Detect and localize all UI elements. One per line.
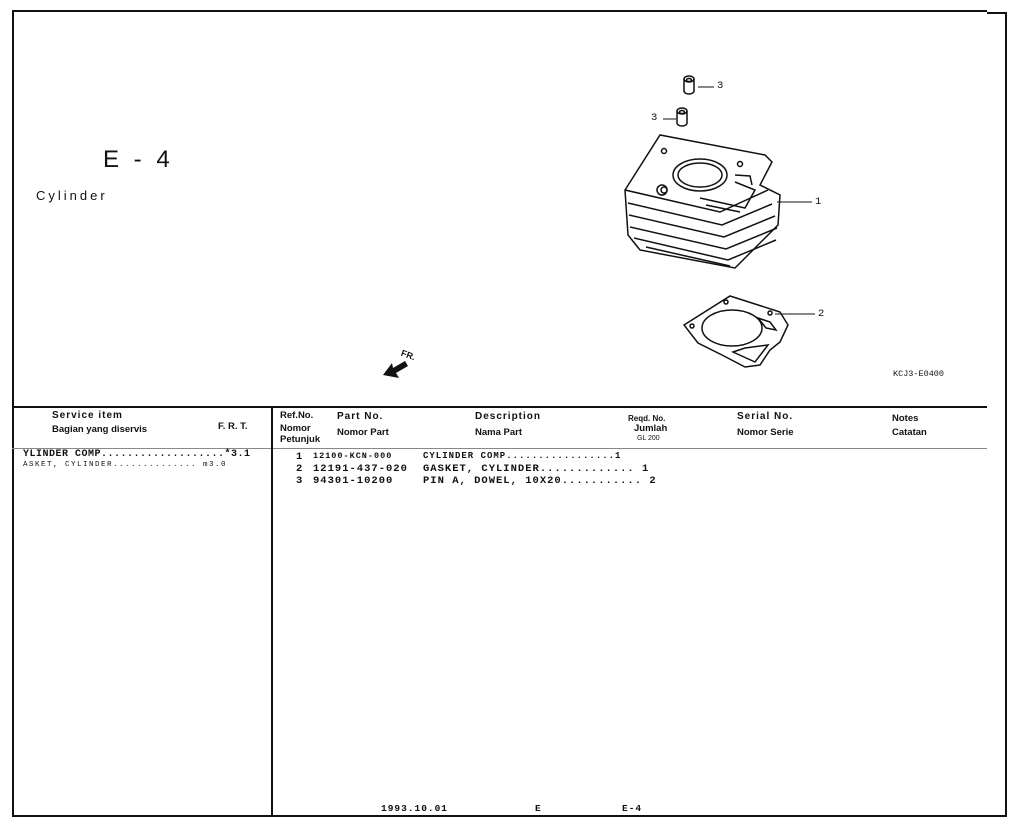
header-catatan: Catatan (892, 427, 927, 438)
table-column-divider (271, 406, 273, 816)
section-name: Cylinder (36, 188, 108, 203)
frame-corner-tick (987, 12, 1007, 14)
footer-date: 1993.10.01 (381, 803, 449, 814)
part-number: 12100-KCN-000 (313, 451, 393, 461)
cylinder-block (624, 134, 781, 269)
header-frt: F. R. T. (218, 421, 248, 432)
dowel-pin-upper (683, 75, 695, 95)
header-notes: Notes (892, 413, 919, 424)
illustration-code: KCJ3-E0400 (893, 369, 945, 379)
part-ref-no: 2 (296, 463, 304, 475)
callout-pin-lower: 3 (651, 112, 659, 124)
part-number: 12191-437-020 (313, 463, 408, 475)
frame-top-border (12, 10, 987, 12)
footer-edition: E (535, 803, 542, 814)
header-nama-part: Nama Part (475, 427, 522, 438)
service-item-row: ASKET, CYLINDER.............. m3.0 (23, 461, 228, 469)
callout-gasket: 2 (818, 308, 826, 320)
header-nomor-serie: Nomor Serie (737, 427, 794, 438)
cylinder-gasket (682, 295, 789, 368)
callout-cylinder: 1 (815, 196, 823, 208)
header-nomor: Nomor (280, 423, 311, 434)
part-description: CYLINDER COMP.................1 (423, 451, 622, 461)
front-direction-arrow (383, 361, 408, 378)
header-service-item-sub: Bagian yang diservis (52, 424, 148, 435)
part-ref-no: 1 (296, 451, 304, 463)
dowel-pin-lower (676, 107, 688, 127)
footer-page: E-4 (622, 803, 643, 814)
part-ref-no: 3 (296, 475, 304, 487)
table-header-top-line (12, 406, 987, 408)
section-code: E - 4 (103, 146, 174, 173)
frame-bottom-border (12, 815, 1007, 817)
header-reqd-no: Reqd. No. (628, 414, 666, 423)
frame-left-border (12, 10, 14, 816)
header-petunjuk: Petunjuk (280, 434, 321, 445)
header-description: Description (475, 411, 542, 422)
callout-pin-upper: 3 (717, 80, 725, 92)
header-service-item: Service item (52, 410, 123, 421)
table-header-bottom-line (12, 448, 987, 449)
header-nomor-part: Nomor Part (337, 427, 389, 438)
part-description: GASKET, CYLINDER............. 1 (423, 463, 650, 475)
header-ref-no: Ref.No. (280, 410, 314, 421)
service-item-row: YLINDER COMP...................*3.1 (23, 449, 251, 460)
frame-right-border (1005, 12, 1007, 816)
header-model: GL 200 (637, 435, 660, 442)
header-serial-no: Serial No. (737, 411, 794, 422)
header-part-no: Part No. (337, 411, 384, 422)
part-number: 94301-10200 (313, 475, 394, 487)
header-jumlah: Jumlah (634, 423, 668, 434)
part-description: PIN A, DOWEL, 10X20........... 2 (423, 475, 657, 487)
